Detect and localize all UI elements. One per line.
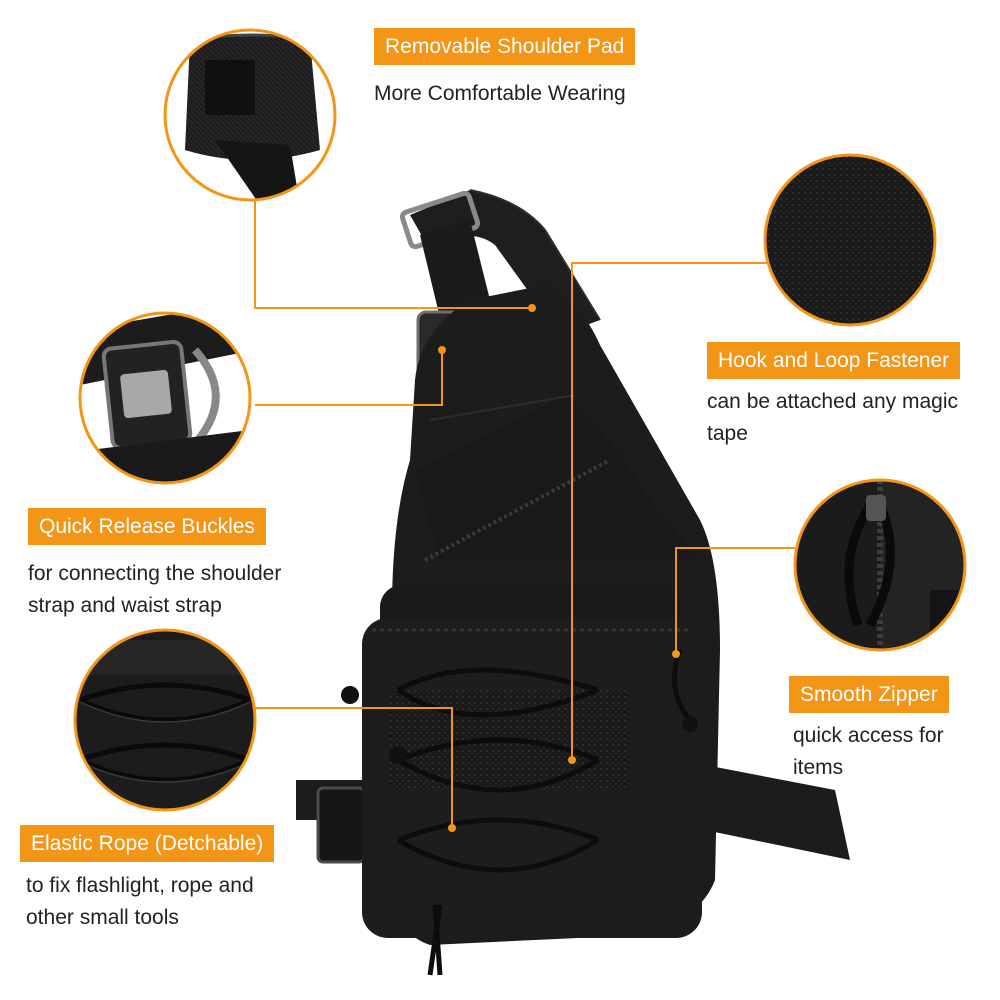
desc-line: can be attached any magic bbox=[707, 390, 958, 413]
detail-circle-buckle bbox=[78, 311, 252, 485]
callout-dots bbox=[438, 304, 680, 832]
desc-line: quick access for bbox=[793, 724, 944, 747]
desc-line: to fix flashlight, rope and bbox=[26, 874, 254, 897]
feature-title-hook-loop: Hook and Loop Fastener bbox=[707, 342, 961, 379]
feature-desc-buckles: for connecting the shoulder strap and wa… bbox=[28, 558, 281, 622]
feature-desc-zipper: quick access for items bbox=[793, 720, 944, 784]
desc-line: other small tools bbox=[26, 906, 179, 929]
detail-circle-shoulder-pad bbox=[163, 28, 337, 202]
feature-title-zipper: Smooth Zipper bbox=[789, 676, 949, 713]
desc-line: items bbox=[793, 756, 844, 779]
desc-line: for connecting the shoulder bbox=[28, 562, 282, 585]
detail-circle-elastic-rope bbox=[73, 628, 257, 812]
desc-line: strap and waist strap bbox=[28, 594, 222, 617]
waist-strap-right bbox=[705, 765, 850, 860]
sling-bag bbox=[296, 189, 850, 976]
feature-desc-shoulder-pad: More Comfortable Wearing bbox=[374, 78, 626, 110]
detail-circle-hook-loop bbox=[763, 153, 937, 327]
feature-title-shoulder-pad: Removable Shoulder Pad bbox=[374, 28, 636, 65]
feature-title-elastic-rope: Elastic Rope (Detchable) bbox=[20, 825, 275, 862]
desc-line: tape bbox=[707, 422, 748, 445]
desc-line: More Comfortable Wearing bbox=[374, 82, 626, 105]
feature-desc-hook-loop: can be attached any magic tape bbox=[707, 386, 958, 450]
detail-circle-zipper bbox=[793, 478, 967, 652]
feature-desc-elastic-rope: to fix flashlight, rope and other small … bbox=[26, 870, 254, 934]
elastic-cord bbox=[396, 667, 600, 976]
feature-title-buckles: Quick Release Buckles bbox=[28, 508, 266, 545]
callout-lines bbox=[254, 195, 795, 828]
